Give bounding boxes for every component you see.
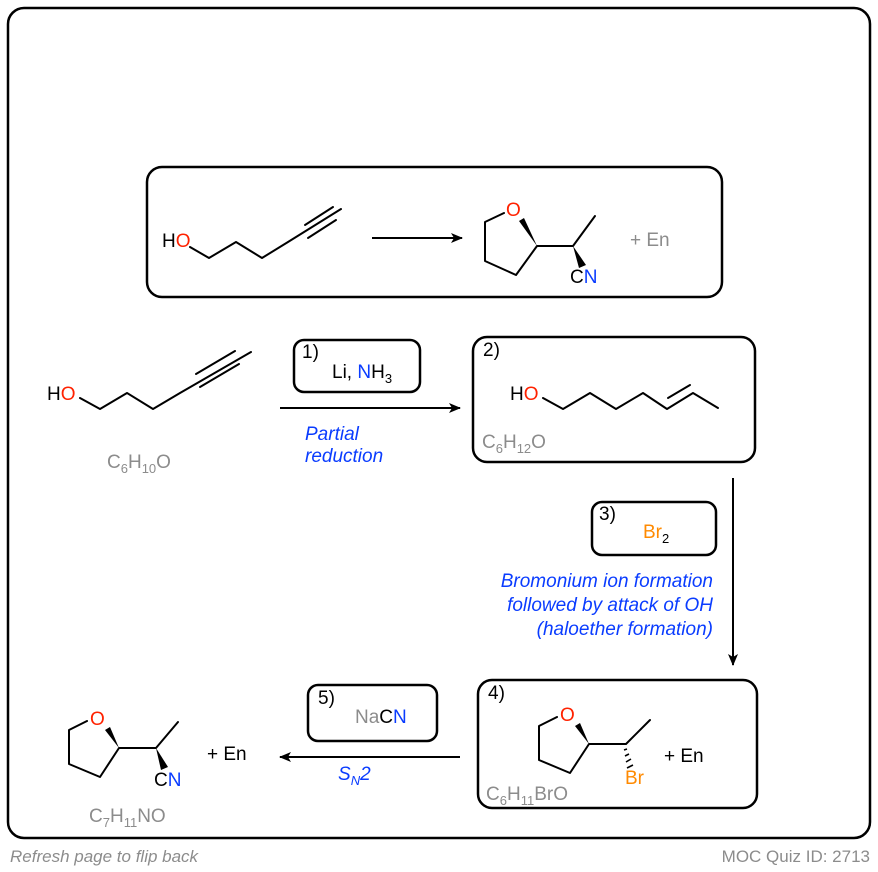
svg-text:CN: CN <box>154 770 181 791</box>
step2-box: 2) HO C6H12O <box>471 335 757 464</box>
step3-note: (haloether formation) <box>537 619 713 640</box>
svg-text:NaCN: NaCN <box>355 707 407 728</box>
step3-note: followed by attack of OH <box>507 595 713 616</box>
step5-note: SN2 <box>338 764 371 788</box>
svg-text:C6H10O: C6H10O <box>107 452 171 476</box>
svg-text:HO: HO <box>510 384 539 405</box>
svg-text:O: O <box>560 705 575 726</box>
step1-reagent-box: 1) Li, NH3 <box>292 338 422 394</box>
flip-back-hint[interactable]: Refresh page to flip back <box>10 847 200 866</box>
svg-text:+ En: + En <box>630 230 670 251</box>
final-product: O CN + En C7H11NO <box>68 709 247 830</box>
svg-text:5): 5) <box>318 688 335 709</box>
svg-text:C6H11BrO: C6H11BrO <box>486 784 568 808</box>
svg-text:+ En: + En <box>664 746 704 767</box>
svg-text:Br2: Br2 <box>643 522 669 546</box>
svg-text:Li, NH3: Li, NH3 <box>332 362 392 386</box>
svg-text:2): 2) <box>483 340 500 361</box>
svg-text:Br: Br <box>625 768 645 789</box>
svg-text:+ En: + En <box>207 744 247 765</box>
svg-text:1): 1) <box>302 342 319 363</box>
quiz-id: MOC Quiz ID: 2713 <box>722 847 870 866</box>
question-box: HO O CN + En <box>145 165 724 299</box>
svg-text:O: O <box>90 709 105 730</box>
svg-text:4): 4) <box>488 683 505 704</box>
step3-reagent-box: 3) Br2 <box>590 500 718 557</box>
svg-text:C6H12O: C6H12O <box>482 432 546 456</box>
svg-text:HO: HO <box>162 231 191 252</box>
card-frame <box>6 6 872 840</box>
svg-text:C7H11NO: C7H11NO <box>89 806 166 830</box>
svg-text:O: O <box>506 200 521 221</box>
step1-note: reduction <box>305 446 383 467</box>
svg-text:CN: CN <box>570 267 597 288</box>
svg-text:HO: HO <box>47 384 76 405</box>
starting-material: HO C6H10O <box>47 350 252 476</box>
step3-note: Bromonium ion formation <box>501 571 713 592</box>
step4-box: 4) O Br + En C6H11BrO <box>476 678 759 810</box>
step1-note: Partial <box>305 424 360 445</box>
svg-text:3): 3) <box>599 504 616 525</box>
step5-reagent-box: 5) NaCN <box>306 683 439 743</box>
